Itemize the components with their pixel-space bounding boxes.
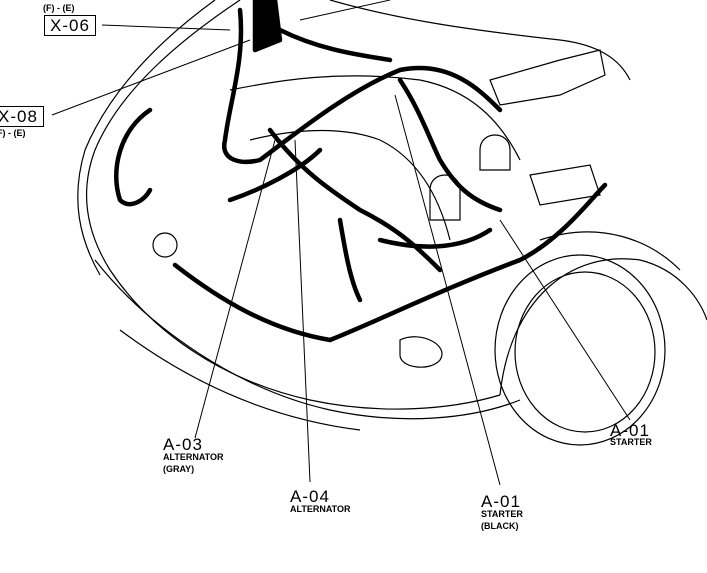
connector-a04-label: A-04	[290, 487, 330, 506]
a03-detail: (GRAY)	[163, 464, 195, 474]
a03-name: ALTERNATOR	[163, 452, 224, 462]
connector-a01-label: A-01	[610, 421, 650, 440]
x06-position-note: (F) - (E)	[43, 3, 75, 13]
leader-lines	[51, 0, 631, 486]
connector-x08-label: X-08	[0, 106, 44, 127]
a01-black-detail: (BLACK)	[481, 521, 519, 531]
a04-name: ALTERNATOR	[290, 504, 351, 514]
a01-black-name: STARTER	[481, 509, 523, 519]
car-body-outline	[77, 0, 707, 446]
x08-position-note: (F) - (E)	[0, 128, 26, 138]
connector-x06-label: X-06	[44, 15, 96, 36]
connector-a03-label: A-03	[163, 435, 203, 454]
wiring-harness	[114, 0, 608, 343]
a01-name: STARTER	[610, 437, 652, 447]
connector-a01-black-label: A-01	[481, 492, 521, 511]
